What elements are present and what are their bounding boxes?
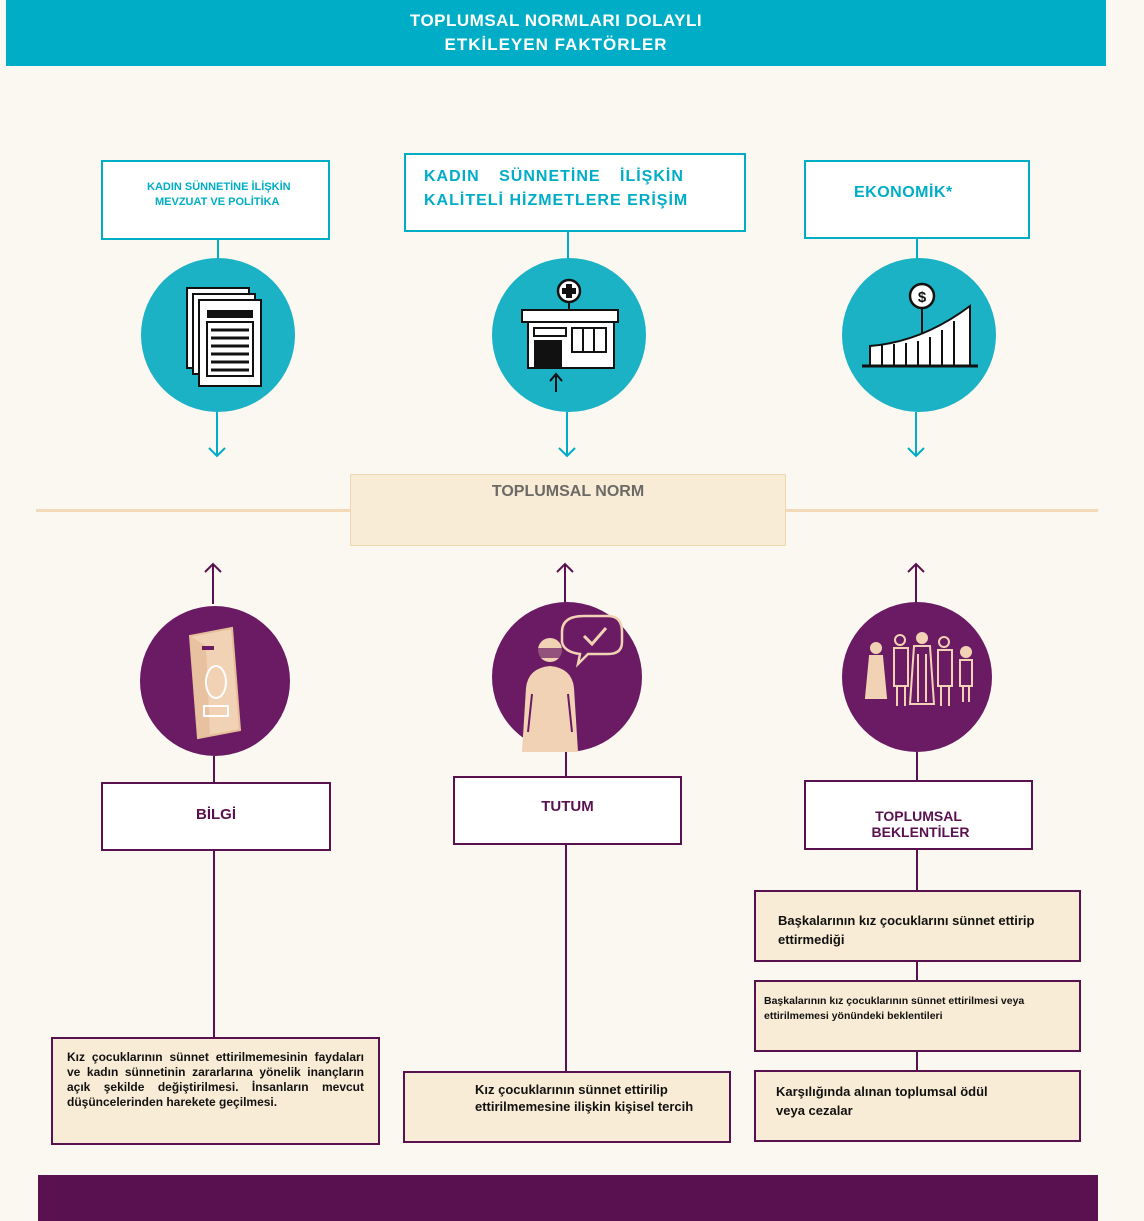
- economic-circle: $: [842, 258, 996, 412]
- economic-growth-icon: $: [862, 282, 978, 368]
- services-label-line1: KADIN SÜNNETİNE İLİŞKİN: [424, 168, 684, 185]
- knowledge-label: BİLGİ: [196, 806, 236, 823]
- legislation-box: KADIN SÜNNETİNE İLİŞKİN MEVZUAT VE POLİT…: [101, 160, 330, 240]
- expectations-label-line1: TOPLUMSAL: [875, 808, 962, 824]
- documents-icon: [186, 287, 262, 387]
- connector-line: [213, 851, 215, 1037]
- person-approval-icon: [522, 614, 624, 752]
- expectations-description-3: Karşılığında alınan toplumsal ödül veya …: [776, 1084, 988, 1118]
- legislation-circle: [141, 258, 295, 412]
- economic-label: EKONOMİK*: [854, 184, 953, 201]
- connector-line: [916, 1052, 918, 1070]
- leaflet-icon: [188, 626, 242, 740]
- social-norm-box: TOPLUMSAL NORM: [350, 474, 786, 546]
- services-circle: [492, 258, 646, 412]
- attitude-description-box: Kız çocuklarının sünnet ettirilip ettiri…: [403, 1071, 731, 1143]
- connector-line: [916, 239, 918, 261]
- svg-text:$: $: [918, 289, 927, 306]
- social-norm-label: TOPLUMSAL NORM: [491, 483, 645, 500]
- expectations-label-box: TOPLUMSAL BEKLENTİLER: [804, 780, 1033, 850]
- header-title-line2: ETKİLEYEN FAKTÖRLER: [444, 35, 668, 54]
- knowledge-description-box: Kız çocuklarının sünnet ettirilmemesinin…: [51, 1037, 380, 1145]
- expectations-description-box-3: Karşılığında alınan toplumsal ödül veya …: [754, 1070, 1081, 1142]
- knowledge-circle: [140, 606, 290, 756]
- connector-line: [217, 240, 219, 260]
- legislation-label-line2: MEVZUAT VE POLİTİKA: [155, 196, 280, 208]
- legislation-label-line1: KADIN SÜNNETİNE İLİŞKİN: [147, 181, 291, 193]
- expectations-description-1: Başkalarının kız çocuklarını sünnet etti…: [778, 913, 1035, 947]
- connector-line: [916, 752, 918, 780]
- connector-line: [565, 752, 567, 776]
- expectations-circle: [842, 602, 992, 752]
- health-clinic-icon: [521, 278, 619, 392]
- expectations-label-line2: BEKLENTİLER: [871, 824, 970, 840]
- attitude-label: TUTUM: [541, 798, 594, 815]
- header-banner: TOPLUMSAL NORMLARI DOLAYLI ETKİLEYEN FAK…: [6, 0, 1106, 66]
- footer-bar: [38, 1175, 1098, 1221]
- expectations-description-box-1: Başkalarının kız çocuklarını sünnet etti…: [754, 890, 1081, 962]
- community-people-icon: [864, 632, 973, 706]
- connector-line: [916, 850, 918, 890]
- services-access-box: KADIN SÜNNETİNE İLİŞKİN KALİTELİ HİZMETL…: [404, 153, 746, 232]
- connector-line: [565, 845, 567, 1071]
- connector-line: [567, 232, 569, 260]
- connector-line: [213, 756, 215, 782]
- economic-box: EKONOMİK*: [804, 160, 1030, 239]
- knowledge-description: Kız çocuklarının sünnet ettirilmemesinin…: [67, 1050, 364, 1109]
- expectations-description-box-2: Başkalarının kız çocuklarının sünnet ett…: [754, 980, 1081, 1052]
- attitude-circle: [492, 602, 642, 752]
- attitude-description: Kız çocuklarının sünnet ettirilip ettiri…: [475, 1082, 694, 1114]
- services-label-line2: KALİTELİ HİZMETLERE ERİŞİM: [424, 192, 689, 209]
- expectations-description-2: Başkalarının kız çocuklarının sünnet ett…: [764, 995, 1025, 1022]
- knowledge-label-box: BİLGİ: [101, 782, 331, 851]
- attitude-label-box: TUTUM: [453, 776, 682, 845]
- header-title-line1: TOPLUMSAL NORMLARI DOLAYLI: [409, 11, 703, 30]
